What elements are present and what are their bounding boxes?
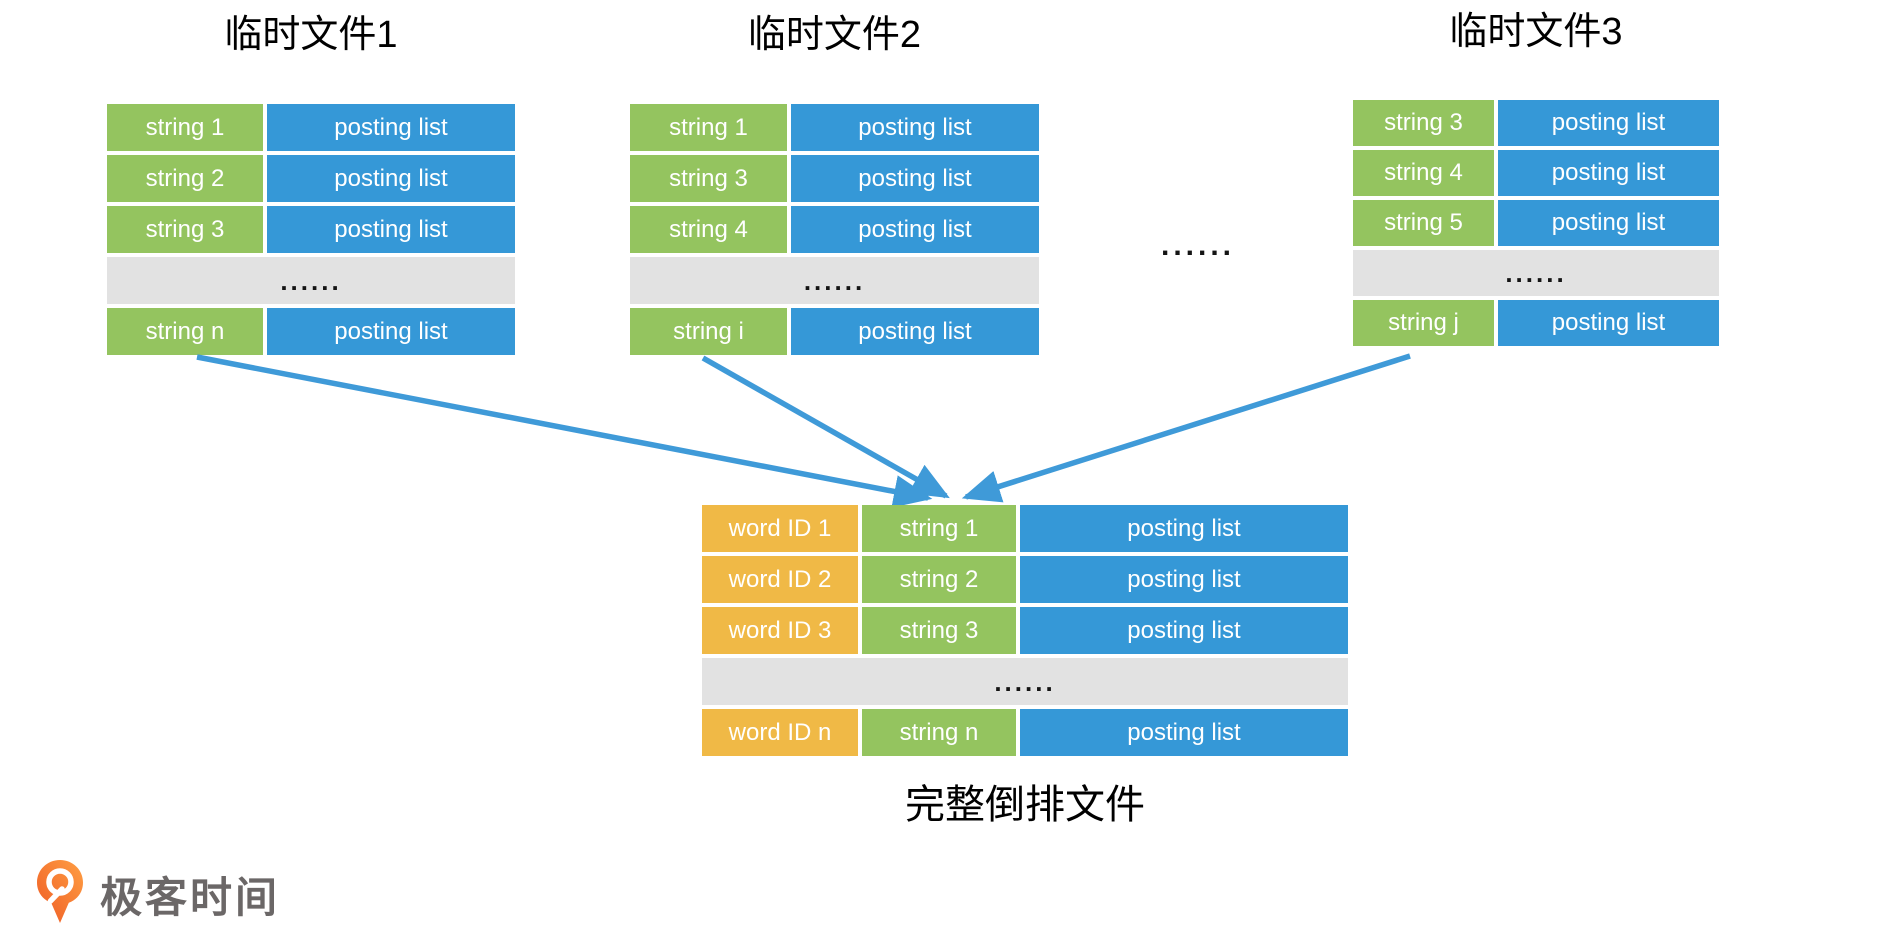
word-id-cell: word ID 1 <box>702 505 858 552</box>
temp-file-3-title: 临时文件3 <box>1449 11 1623 53</box>
ellipsis-row: ...... <box>1353 250 1719 296</box>
more-files-ellipsis: ...... <box>1160 229 1235 262</box>
posting-list-cell: posting list <box>791 206 1039 253</box>
geektime-logo: 极客时间 <box>36 858 280 925</box>
temp-file-2-table: string 1 posting list string 3 posting l… <box>630 104 1039 355</box>
posting-list-cell: posting list <box>1498 150 1719 196</box>
arrow-from-temp-file-1 <box>196 354 933 508</box>
word-id-cell: word ID 2 <box>702 556 858 603</box>
term-cell: string 4 <box>630 206 787 253</box>
posting-list-cell: posting list <box>1020 607 1348 654</box>
term-cell: string 5 <box>1353 200 1494 246</box>
word-id-cell: word ID 3 <box>702 607 858 654</box>
posting-list-cell: posting list <box>267 104 515 151</box>
posting-list-cell: posting list <box>1498 100 1719 146</box>
posting-list-cell: posting list <box>1020 505 1348 552</box>
temp-file-2-title: 临时文件2 <box>747 14 922 56</box>
posting-list-cell: posting list <box>267 155 515 202</box>
temp-file-1-table: string 1 posting list string 2 posting l… <box>107 104 515 355</box>
posting-list-cell: posting list <box>791 308 1039 355</box>
term-cell: string j <box>1353 300 1494 346</box>
term-cell: string 3 <box>862 607 1016 654</box>
posting-list-cell: posting list <box>791 104 1039 151</box>
geektime-logo-icon <box>37 859 83 923</box>
term-cell: string 2 <box>862 556 1016 603</box>
term-cell: string 3 <box>630 155 787 202</box>
merged-inverted-file-table: word ID 1 string 1 posting list word ID … <box>702 505 1348 756</box>
posting-list-cell: posting list <box>1020 556 1348 603</box>
merged-file-caption: 完整倒排文件 <box>905 783 1145 827</box>
term-cell: string 4 <box>1353 150 1494 196</box>
term-cell: string 1 <box>107 104 263 151</box>
posting-list-cell: posting list <box>1020 709 1348 756</box>
arrow-from-temp-file-3 <box>961 353 1411 503</box>
word-id-cell: word ID n <box>702 709 858 756</box>
term-cell: string 1 <box>862 505 1016 552</box>
term-cell: string n <box>862 709 1016 756</box>
ellipsis-row: ...... <box>630 257 1039 304</box>
posting-list-cell: posting list <box>791 155 1039 202</box>
posting-list-cell: posting list <box>267 206 515 253</box>
term-cell: string 1 <box>630 104 787 151</box>
term-cell: string 3 <box>107 206 263 253</box>
geektime-logo-text: 极客时间 <box>100 874 281 921</box>
temp-file-3-table: string 3 posting list string 4 posting l… <box>1353 100 1719 346</box>
term-cell: string 2 <box>107 155 263 202</box>
ellipsis-row: ...... <box>702 658 1348 705</box>
term-cell: string i <box>630 308 787 355</box>
arrow-from-temp-file-2 <box>701 355 950 499</box>
ellipsis-row: ...... <box>107 257 515 304</box>
temp-file-1-title: 临时文件1 <box>224 14 398 56</box>
term-cell: string n <box>107 308 263 355</box>
term-cell: string 3 <box>1353 100 1494 146</box>
posting-list-cell: posting list <box>267 308 515 355</box>
posting-list-cell: posting list <box>1498 200 1719 246</box>
posting-list-cell: posting list <box>1498 300 1719 346</box>
